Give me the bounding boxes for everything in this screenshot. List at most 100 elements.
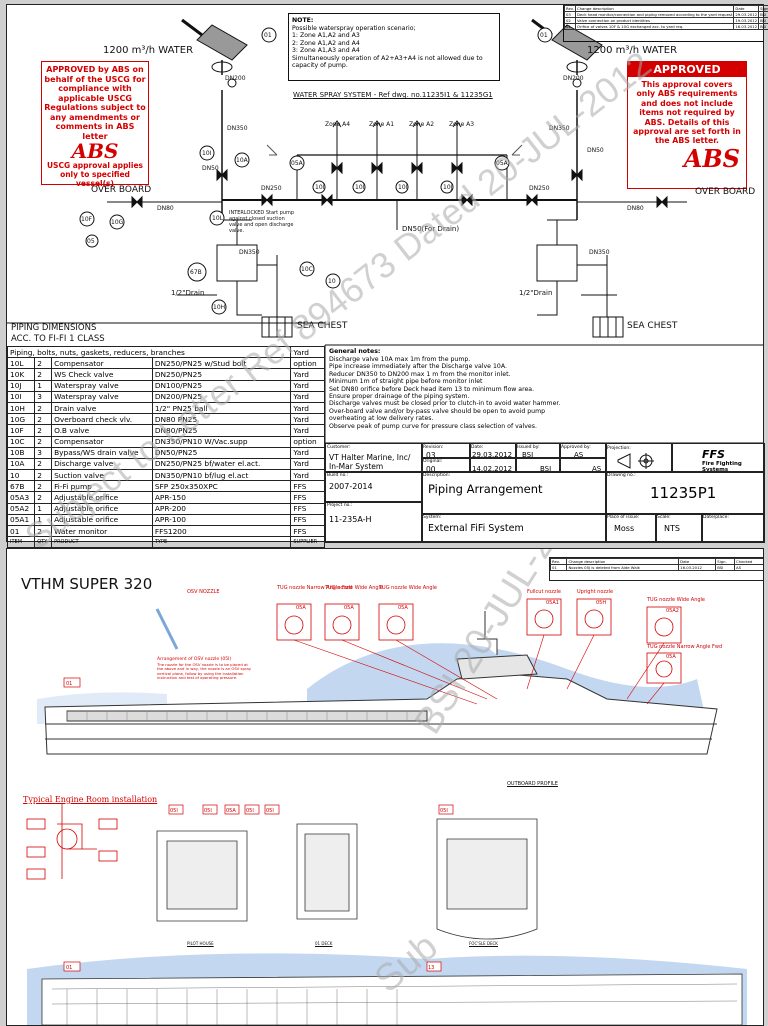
svg-text:05A: 05A <box>226 808 236 814</box>
svg-text:01: 01 <box>264 32 272 39</box>
pipe-dn350-right: DN350 <box>549 125 570 132</box>
svg-text:10: 10 <box>328 278 336 285</box>
note-title: NOTE: <box>292 17 314 24</box>
svg-text:05I: 05I <box>204 808 212 814</box>
parts-cell: 2 <box>34 424 53 437</box>
parts-cell: 2 <box>34 524 53 538</box>
parts-cell: Yard <box>290 424 325 437</box>
focsle-deck-label: FOC'SLE DECK <box>469 941 498 946</box>
parts-cell: APR-100 <box>151 513 292 527</box>
parts-cell: 10B <box>6 446 36 459</box>
general-note-line: Set DN80 orifice before Deck head item 1… <box>329 385 535 393</box>
parts-cell: 1 <box>34 513 53 527</box>
tb-project: Project no.: 11-235A-H <box>325 501 423 543</box>
parts-cell: 2 <box>34 480 53 493</box>
parts-cell: SFP 250x350XPC <box>151 480 292 493</box>
flow-label-right: 1200 m³/h WATER <box>587 45 678 56</box>
abs-approval-stamp-right: APPROVED This approval covers only ABS r… <box>627 61 747 189</box>
parts-cell: 2 <box>34 413 53 426</box>
dn50-drain-label: DN50(For Drain) <box>402 225 460 233</box>
svg-text:01: 01 <box>66 681 72 687</box>
parts-cell: 10 <box>6 469 36 482</box>
tb-description: Description: Piping Arrangement <box>421 471 607 515</box>
parts-cell: 10K <box>6 368 36 381</box>
tb-description-label: Description: <box>423 473 451 478</box>
svg-text:10I: 10I <box>355 184 365 191</box>
note-line: 2: Zone A1,A2 and A4 <box>292 39 360 47</box>
parts-cell: Yard <box>290 469 325 482</box>
revision-cell: BSI <box>758 23 768 30</box>
parts-cell: DN250/PN25 w/Stud bolt <box>151 357 292 370</box>
tb-drawing-label: Drawing no.: <box>607 473 636 478</box>
svg-text:05A2: 05A2 <box>666 608 679 614</box>
tb-orig-appr: AS <box>592 465 602 473</box>
tb-customer-label: Customer: <box>327 445 351 450</box>
parts-cell: Yard <box>290 446 325 459</box>
interlock-note: INTERLOCKED Start pump against closed su… <box>229 210 295 234</box>
svg-text:05I: 05I <box>266 808 274 814</box>
parts-cell: option <box>290 357 325 370</box>
pipe-dn350-pump-left: DN350 <box>239 249 260 256</box>
svg-text:10J: 10J <box>443 184 453 191</box>
revision-cell: 01 <box>564 23 576 30</box>
tb-build: Build no.: 2007-2014 <box>325 471 423 503</box>
tb-place-label: Place of issue: <box>607 515 640 520</box>
parts-cell: DN80 PN25 <box>151 413 292 426</box>
general-note-line: Minimum 1m of straight pipe before monit… <box>329 378 483 386</box>
parts-cell: 67B <box>6 480 36 493</box>
parts-cell: FFS1200 <box>151 524 292 538</box>
parts-cell: Fi-Fi pump <box>51 480 153 493</box>
parts-cell: WS Check valve <box>51 368 153 381</box>
tb-rev-date: 29.03.2012 <box>472 451 513 459</box>
parts-cell: DN100/PN25 <box>151 379 292 392</box>
parts-footer-cell: SUPPLIER <box>290 536 325 549</box>
abs-approval-text: APPROVED by ABS on behalf of the USCG fo… <box>44 65 146 141</box>
parts-cell: 05A3 <box>6 491 36 504</box>
parts-cell: DN80/PN25 <box>151 424 292 437</box>
tb-build-value: 2007-2014 <box>329 482 373 491</box>
general-note-line: Over-board valve and/or by-pass valve sh… <box>329 407 546 415</box>
company-logo-text: FFS <box>702 448 725 461</box>
approved-text: This approval covers only ABS requiremen… <box>633 80 741 146</box>
revision-header: Rev. <box>564 5 576 12</box>
svg-text:05A: 05A <box>398 605 408 611</box>
tb-drawing: Drawing no.: 11235P1 <box>605 471 765 515</box>
tb-place: Place of issue: Moss <box>605 513 657 543</box>
parts-footer-cell: QTY. <box>34 536 53 549</box>
parts-cell: FFS <box>290 480 325 493</box>
tb-rev-date-cell: Date:29.03.2012 <box>469 443 517 459</box>
svg-text:10L: 10L <box>212 215 224 222</box>
parts-footer-cell: TYPE <box>151 536 292 549</box>
general-note-line: Reducer DN350 to DN200 max 1 m from the … <box>329 370 511 378</box>
general-note-line: Discharge valves must be closed prior to… <box>329 400 561 408</box>
tb-system: System: External FiFi System <box>421 513 607 543</box>
tb-rev-label: Revision: <box>423 445 444 450</box>
svg-text:05A1: 05A1 <box>546 600 559 606</box>
tb-orig-by: BSI <box>540 465 552 473</box>
parts-cell: 2 <box>34 469 53 482</box>
revision-cell: 16.03.2012 <box>678 564 717 571</box>
parts-cell: 10J <box>6 379 36 392</box>
parts-cell: Drain valve <box>51 401 153 415</box>
tb-rev-appr-cell: Approved by:AS <box>559 443 607 459</box>
parts-list-table: Piping, bolts, nuts, gaskets, reducers, … <box>6 345 325 549</box>
revision-cell: 01 <box>549 564 568 571</box>
parts-cell: 2 <box>34 357 53 370</box>
svg-text:05I: 05I <box>170 808 178 814</box>
parts-cell: 05A2 <box>6 502 36 515</box>
parts-cell: 1/2" PN25 ball <box>151 401 292 415</box>
parts-cell: 10F <box>6 424 36 437</box>
parts-cell: 2 <box>34 491 53 504</box>
svg-text:05A: 05A <box>666 654 676 660</box>
parts-cell: FFS <box>290 502 325 515</box>
svg-text:10I: 10I <box>315 184 325 191</box>
note-box: NOTE: Possible waterspray operation scen… <box>288 13 500 81</box>
osv-note: The nozzle for the OSV nozzle is to be p… <box>157 662 252 681</box>
nozzle-label-4: Fullcut nozzle <box>527 589 561 595</box>
